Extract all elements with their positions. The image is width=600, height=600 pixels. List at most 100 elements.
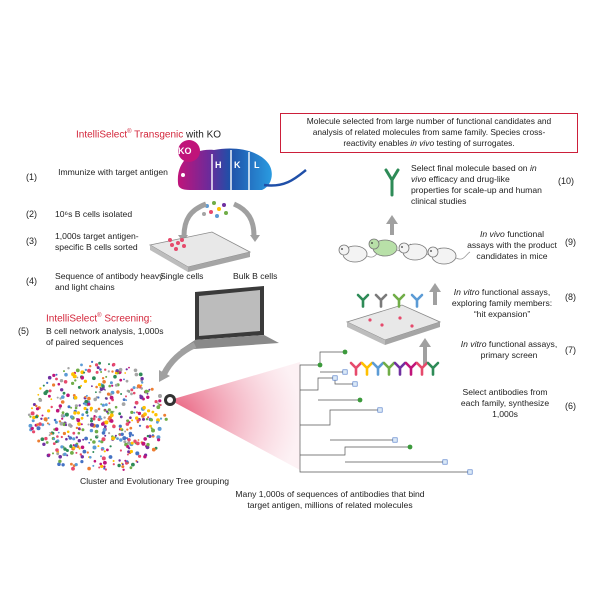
cluster-dot — [119, 427, 122, 430]
cluster-dot — [128, 366, 130, 369]
mouse-icon — [427, 246, 471, 265]
cluster-dot — [145, 418, 149, 421]
cluster-dot — [67, 435, 70, 438]
cluster-dot — [158, 399, 162, 403]
cluster-dot — [80, 370, 85, 375]
cluster-dot — [71, 372, 75, 377]
cluster-dot — [157, 426, 162, 431]
cluster-dot — [104, 434, 107, 437]
step-9-text: In vivo functional assays with the produ… — [467, 229, 557, 261]
cluster-dot — [121, 463, 124, 466]
cluster-dot — [111, 436, 115, 441]
cluster-dot — [126, 437, 128, 440]
cluster-dot — [60, 400, 65, 404]
cluster-dot — [47, 409, 51, 413]
tree-node — [467, 469, 473, 475]
screening-plate-icon — [345, 304, 442, 345]
cluster-dot — [103, 388, 105, 391]
cluster-dot — [126, 441, 131, 445]
cluster-dot — [94, 409, 98, 413]
mouse-label-ko: KO — [178, 146, 192, 156]
cluster-dot — [103, 460, 107, 465]
cluster-dot — [136, 421, 139, 424]
cluster-dot — [55, 440, 58, 444]
cluster-dot — [36, 423, 39, 426]
cluster-dot — [154, 413, 158, 417]
cluster-dot — [130, 392, 133, 396]
cluster-dot — [89, 365, 92, 368]
cluster-dot — [131, 434, 134, 437]
tree-node — [352, 381, 358, 387]
cluster-dot — [142, 405, 146, 410]
antibody-icon — [360, 361, 374, 376]
cluster-dot — [73, 395, 78, 400]
cluster-dot — [92, 440, 96, 444]
cluster-dot — [74, 463, 78, 467]
cluster-dot — [104, 368, 107, 371]
cluster-dot — [107, 408, 111, 412]
cluster-dot — [92, 417, 96, 421]
cluster-dot — [50, 405, 53, 409]
cluster-dot — [77, 422, 81, 426]
selection-note-box: Molecule selected from large number of f… — [280, 113, 578, 153]
cluster-dot — [106, 392, 111, 396]
tree-node — [342, 349, 348, 355]
cluster-dot — [79, 428, 81, 431]
tree-node — [442, 459, 448, 465]
cluster-dot — [118, 424, 122, 428]
cluster-dot — [52, 442, 56, 445]
tree-node — [407, 444, 413, 450]
cluster-dot — [105, 410, 109, 413]
step-7-text: In vitro functional assays, primary scre… — [460, 339, 558, 360]
step-2-number: (2) — [26, 209, 37, 219]
cluster-dot — [58, 459, 62, 463]
cluster-dot — [123, 440, 127, 444]
cluster-dot — [80, 423, 83, 426]
cluster-dot — [111, 384, 114, 387]
cluster-dot — [75, 436, 79, 439]
cluster-dot — [143, 412, 147, 417]
cluster-dot — [103, 467, 106, 470]
cluster-dot — [135, 416, 139, 420]
cluster-dot — [44, 436, 48, 441]
cluster-dot — [83, 406, 87, 411]
cluster-dot — [128, 435, 132, 438]
cluster-dot — [101, 456, 106, 461]
cluster-dot — [40, 417, 43, 420]
cluster-dot — [100, 417, 103, 420]
cluster-dot — [103, 416, 106, 419]
cluster-dot — [41, 423, 45, 427]
cluster-dot — [66, 393, 70, 398]
cluster-dot — [101, 448, 103, 451]
cluster-dot — [121, 402, 126, 406]
cluster-dot — [148, 434, 152, 438]
cluster-dot — [41, 414, 44, 417]
antibody-icon — [356, 293, 370, 308]
cluster-dot — [122, 468, 125, 471]
cluster-dot — [80, 376, 84, 380]
cluster-dot — [125, 461, 128, 465]
cluster-dot — [84, 395, 87, 399]
cluster-dot — [97, 407, 101, 411]
cluster-dot — [130, 388, 134, 392]
screening-title: IntelliSelect® Screening: — [46, 313, 153, 325]
cluster-dot — [97, 383, 102, 387]
cluster-dot — [59, 379, 64, 383]
step-2-text: 10⁶s B cells isolated — [55, 209, 133, 219]
cluster-dot — [61, 463, 65, 467]
cluster-dot — [144, 389, 148, 394]
cluster-dot — [62, 431, 66, 436]
cluster-dot — [127, 450, 131, 454]
cluster-dot — [64, 372, 68, 377]
cluster-dot — [35, 404, 38, 408]
cluster-dot — [28, 423, 33, 428]
cluster-dot — [100, 371, 103, 373]
cluster-dot — [104, 403, 108, 407]
cluster-dot — [112, 424, 116, 429]
cluster-network — [27, 360, 168, 471]
step-4-number: (4) — [26, 276, 37, 286]
cluster-dot — [71, 466, 75, 471]
cluster-dot — [83, 371, 86, 374]
cluster-dot — [118, 412, 122, 416]
